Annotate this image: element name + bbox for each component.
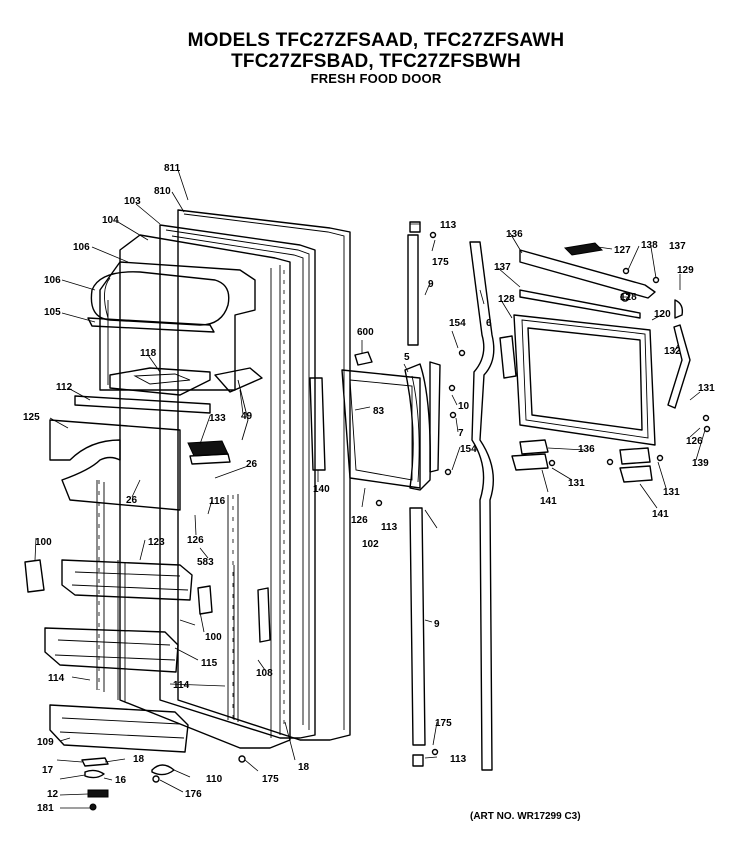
door-handle-long — [469, 241, 495, 771]
leader-lines — [34, 169, 706, 809]
part-label: 126 — [187, 535, 204, 546]
part-label: 26 — [126, 495, 138, 506]
part-label: 811 — [164, 163, 181, 174]
part-label: 113 — [450, 754, 467, 765]
shelf-end-caps — [24, 559, 271, 643]
part-label: 175 — [435, 718, 452, 729]
part-label: 106 — [73, 242, 90, 253]
part-label: 181 — [37, 803, 54, 814]
part-label: 125 — [23, 412, 40, 423]
part-label: 113 — [440, 220, 457, 231]
part-labels: 811 810 103 104 106 106 105 118 112 125 … — [23, 163, 715, 814]
door-shelf-middle — [44, 627, 179, 673]
part-label: 128 — [498, 294, 515, 305]
title-line-1: MODELS TFC27ZFSAAD, TFC27ZFSAWH — [187, 30, 565, 51]
small-parts — [81, 755, 246, 811]
handle-frame — [309, 351, 421, 489]
part-label: 128 — [620, 292, 637, 303]
part-label: 17 — [42, 765, 54, 776]
part-label: 100 — [205, 632, 222, 643]
part-label: 175 — [262, 774, 279, 785]
part-label: 133 — [209, 413, 226, 424]
part-label: 49 — [241, 411, 253, 422]
part-label: 583 — [197, 557, 214, 568]
part-label: 131 — [663, 487, 680, 498]
dairy-compartment — [87, 261, 256, 391]
part-label: 116 — [209, 496, 226, 507]
part-label: 154 — [460, 444, 477, 455]
part-label: 132 — [664, 346, 681, 357]
part-label: 141 — [540, 496, 557, 507]
part-label: 138 — [641, 240, 658, 251]
part-label: 176 — [185, 789, 202, 800]
part-label: 810 — [154, 186, 171, 197]
part-label: 5 — [404, 352, 410, 363]
door-shelf-lower — [49, 704, 189, 753]
part-label: 136 — [578, 444, 595, 455]
part-label: 123 — [148, 537, 165, 548]
dispenser-frame — [499, 299, 691, 446]
part-label: 126 — [686, 436, 703, 447]
part-label: 112 — [56, 382, 73, 393]
butter-tray — [109, 367, 211, 396]
door-outer-panel — [177, 209, 351, 741]
part-label: 114 — [48, 673, 65, 684]
part-label: 139 — [692, 458, 709, 469]
part-label: 118 — [140, 348, 157, 359]
part-label: 114 — [173, 680, 190, 691]
control-module — [187, 440, 231, 465]
door-gasket-frame — [159, 224, 316, 739]
part-label: 131 — [568, 478, 585, 489]
title-line-2: TFC27ZFSBAD, TFC27ZFSBWH — [231, 51, 521, 72]
door-shelf-upper — [61, 559, 193, 601]
part-label: 127 — [614, 245, 631, 256]
part-label: 120 — [654, 309, 671, 320]
part-label: 126 — [351, 515, 368, 526]
part-label: 115 — [201, 658, 218, 669]
part-label: 106 — [44, 275, 61, 286]
part-label: 12 — [47, 789, 59, 800]
dispenser-bracket-top — [519, 242, 656, 319]
part-label: 600 — [357, 327, 374, 338]
part-label: 16 — [115, 775, 127, 786]
part-label: 108 — [256, 668, 273, 679]
lever-assembly — [214, 367, 263, 441]
part-label: 104 — [102, 215, 119, 226]
part-label: 9 — [434, 619, 440, 630]
part-label: 26 — [246, 459, 258, 470]
trim-strip-upper — [407, 221, 421, 346]
part-label: 18 — [133, 754, 145, 765]
shelf-bar — [74, 395, 211, 414]
handle-insert — [404, 361, 441, 491]
hinge-parts — [375, 231, 711, 756]
part-label: 136 — [506, 229, 523, 240]
art-number: (ART NO. WR17299 C3) — [470, 811, 581, 822]
part-label: 113 — [381, 522, 398, 533]
part-label: 10 — [458, 401, 470, 412]
title-line-3: FRESH FOOD DOOR — [310, 71, 442, 86]
part-label: 141 — [652, 509, 669, 520]
part-label: 131 — [698, 383, 715, 394]
part-label: 6 — [486, 318, 492, 329]
part-label: 105 — [44, 307, 61, 318]
part-label: 103 — [124, 196, 141, 207]
part-label: 137 — [669, 241, 686, 252]
part-label: 109 — [37, 737, 54, 748]
part-label: 18 — [298, 762, 310, 773]
part-label: 154 — [449, 318, 466, 329]
part-label: 100 — [35, 537, 52, 548]
part-label: 102 — [362, 539, 379, 550]
part-label: 129 — [677, 265, 694, 276]
part-label: 140 — [313, 484, 330, 495]
liner-cover — [49, 419, 181, 511]
part-label: 83 — [373, 406, 385, 417]
rail-holes — [98, 270, 285, 730]
part-label: 175 — [432, 257, 449, 268]
part-label: 7 — [458, 428, 464, 439]
part-label: 9 — [428, 279, 434, 290]
part-label: 137 — [494, 262, 511, 273]
part-label: 110 — [206, 774, 223, 785]
trim-strip-lower — [409, 507, 426, 767]
